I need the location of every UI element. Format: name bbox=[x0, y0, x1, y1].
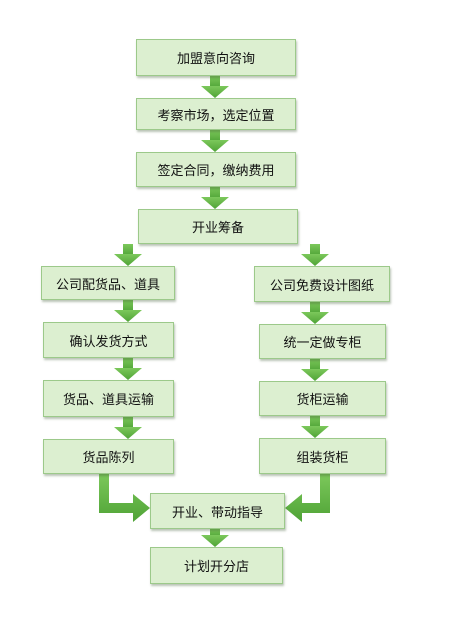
step-transport-right: 货柜运输 bbox=[259, 381, 386, 416]
arrow-build-to-transport-right bbox=[301, 359, 329, 381]
arrow-survey-to-contract bbox=[201, 130, 229, 152]
step-guide: 开业、带动指导 bbox=[150, 493, 285, 529]
step-survey: 考察市场，选定位置 bbox=[136, 98, 296, 130]
arrow-consult-to-survey bbox=[201, 76, 229, 98]
step-consult: 加盟意向咨询 bbox=[136, 39, 296, 76]
step-contract: 签定合同，缴纳费用 bbox=[136, 152, 296, 187]
arrow-design-to-build bbox=[301, 302, 329, 324]
step-transport-left: 货品、道具运输 bbox=[43, 380, 174, 417]
arrow-contract-to-prepare bbox=[201, 187, 229, 209]
step-design: 公司免费设计图纸 bbox=[254, 266, 390, 302]
arrow-prepare-to-design bbox=[301, 244, 329, 266]
step-display: 货品陈列 bbox=[43, 439, 174, 474]
step-prepare: 开业筹备 bbox=[138, 209, 298, 244]
arrow-assemble-to-guide bbox=[285, 474, 330, 522]
arrow-goods-to-confirm bbox=[114, 300, 142, 322]
step-assemble: 组装货柜 bbox=[259, 438, 386, 474]
arrow-transport-to-display bbox=[114, 417, 142, 439]
arrow-transport-to-assemble bbox=[301, 416, 329, 438]
step-plan: 计划开分店 bbox=[150, 547, 283, 584]
step-confirm: 确认发货方式 bbox=[43, 322, 174, 358]
arrow-prepare-to-goods bbox=[114, 244, 142, 266]
arrow-confirm-to-transport-left bbox=[114, 358, 142, 380]
step-build: 统一定做专柜 bbox=[259, 324, 386, 359]
step-goods: 公司配货品、道具 bbox=[41, 266, 175, 300]
arrow-display-to-guide bbox=[99, 474, 150, 522]
arrow-guide-to-plan bbox=[201, 529, 229, 547]
